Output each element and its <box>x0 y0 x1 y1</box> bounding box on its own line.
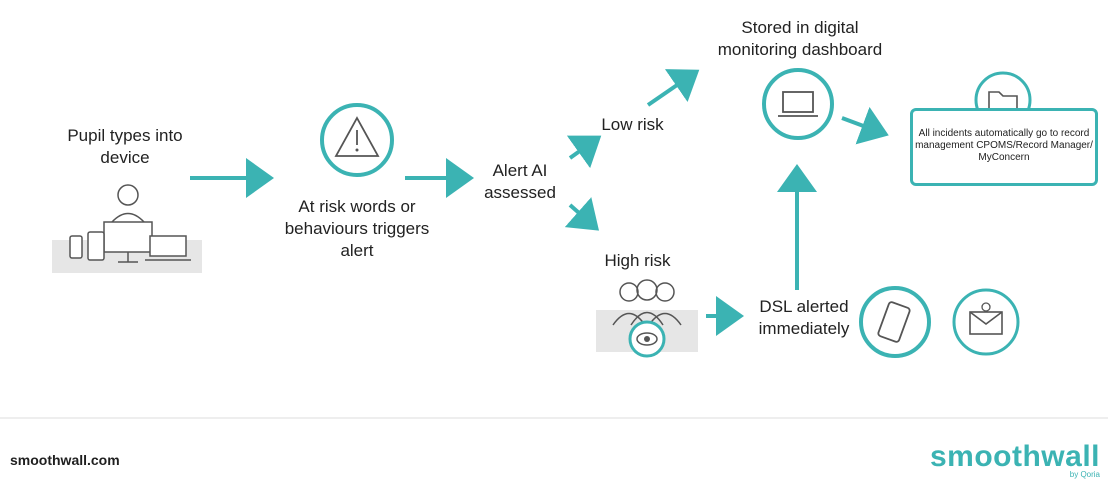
mobile-phone-icon <box>859 286 931 358</box>
at-risk-label: At risk words or behaviours triggers ale… <box>284 197 430 260</box>
low-risk-label: Low risk <box>601 115 664 134</box>
warning-triangle-icon <box>320 103 394 177</box>
records-label: All incidents automatically go to record… <box>915 128 1093 163</box>
arrow-stored-to-records <box>841 106 889 145</box>
email-icon <box>952 288 1020 356</box>
stored-label: Stored in digital monitoring dashboard <box>717 18 883 59</box>
brand-sub: by Qoria <box>1069 470 1100 479</box>
arrow-low-to-stored <box>646 69 700 107</box>
high-risk-label: High risk <box>604 251 671 270</box>
person-at-computer-icon <box>52 184 202 273</box>
brand-logo: smoothwall <box>929 440 1100 473</box>
laptop-icon <box>762 68 834 140</box>
arrow-ai-to-low-risk <box>566 135 602 169</box>
alert-ai-label: Alert AI assessed <box>484 161 556 202</box>
dsl-label: DSL alerted immediately <box>758 297 850 338</box>
group-eye-icon <box>596 279 698 358</box>
records-box <box>910 108 1098 186</box>
pupil-label: Pupil types into device <box>67 126 183 167</box>
arrow-ai-to-high-risk <box>564 197 599 231</box>
footer-url[interactable]: smoothwall.com <box>10 452 120 468</box>
